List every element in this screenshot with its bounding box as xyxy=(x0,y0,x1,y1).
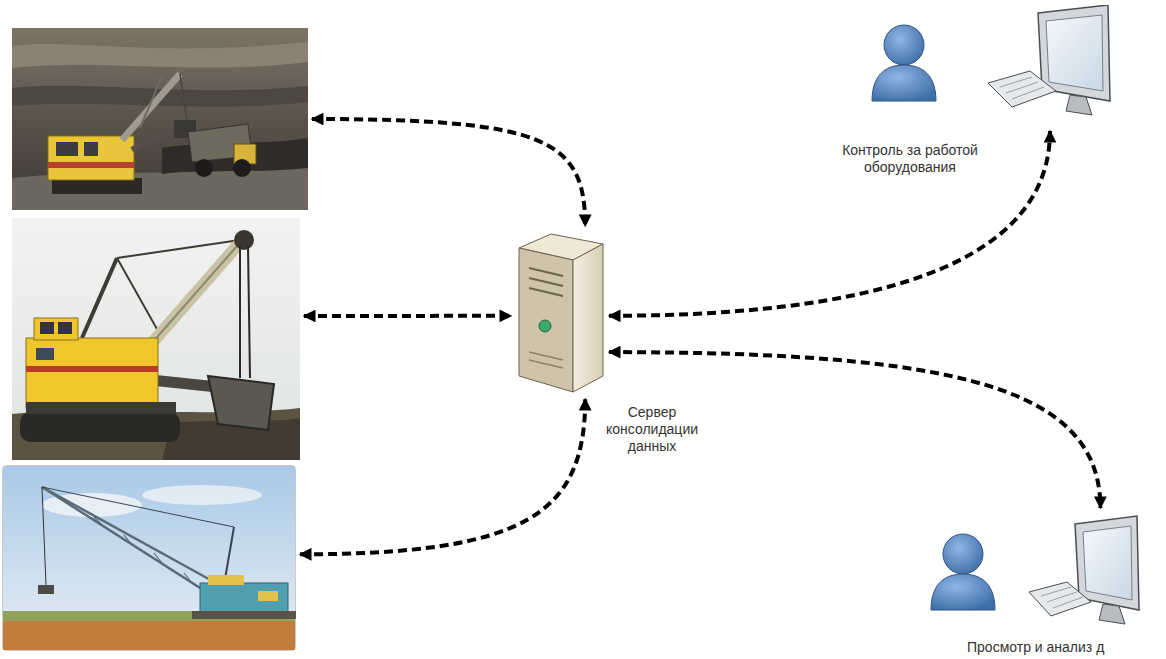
server-icon xyxy=(515,230,605,395)
equipment-photo xyxy=(12,28,308,210)
label-text: Просмотр и анализ д xyxy=(967,639,1104,655)
workstation-node: Контроль за работой оборудования xyxy=(860,5,1115,127)
label-text: Контроль за работой оборудования xyxy=(842,142,978,175)
dragline-photo xyxy=(2,465,296,651)
server-node: Сервер консолидации данных xyxy=(515,230,605,395)
workstation-node: Просмотр и анализ д xyxy=(925,512,1147,632)
equipment-photo xyxy=(12,218,300,460)
dashed-connector xyxy=(312,119,585,226)
dashed-connector xyxy=(300,399,585,554)
workstation-icon xyxy=(925,512,1147,632)
label-text: Сервер консолидации данных xyxy=(606,404,698,454)
node-label: Сервер консолидации данных xyxy=(606,404,698,455)
equipment-photo xyxy=(2,465,296,651)
dashed-connector xyxy=(304,314,511,318)
quarry-photo xyxy=(12,28,308,210)
node-label: Просмотр и анализ д xyxy=(967,639,1104,656)
dashed-connector xyxy=(609,131,1050,316)
shovel-photo xyxy=(12,218,300,460)
node-label: Контроль за работой оборудования xyxy=(830,142,990,176)
workstation-icon xyxy=(860,5,1115,127)
